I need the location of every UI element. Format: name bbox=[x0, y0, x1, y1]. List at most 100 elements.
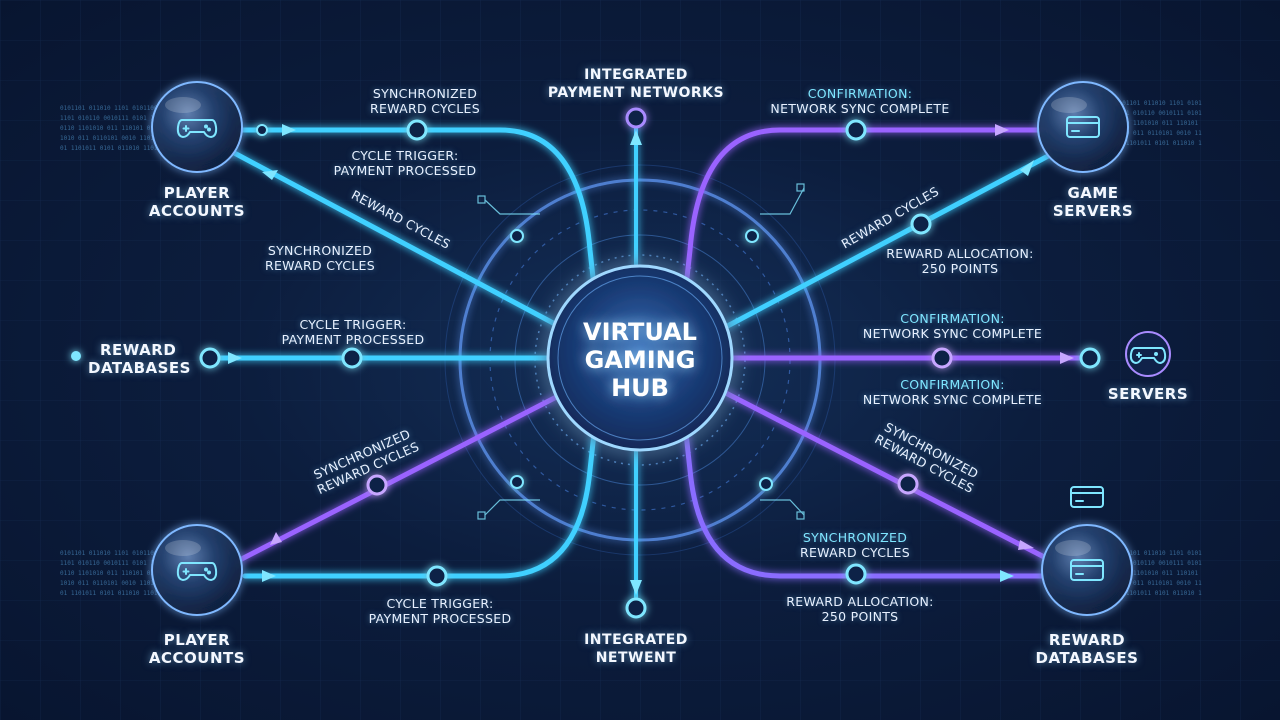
node-spheres bbox=[151, 81, 1133, 616]
node-label: Integrated bbox=[584, 632, 688, 648]
svg-text:01 1101011 0101 011010 110101: 01 1101011 0101 011010 110101 bbox=[60, 590, 165, 597]
svg-text:1101 010110 0010111 0101: 1101 010110 0010111 0101 bbox=[1115, 110, 1202, 117]
label-line: Network Sync Complete bbox=[862, 392, 1043, 407]
svg-text:0110 1101010 011 110101: 0110 1101010 011 110101 bbox=[1115, 570, 1198, 577]
svg-text:1010 011 0110101 0010 11010101: 1010 011 0110101 0010 11010101 bbox=[60, 135, 169, 142]
label-line: 250 Points bbox=[921, 261, 999, 276]
node-label: Game bbox=[1067, 184, 1119, 202]
label-line: Synchronized bbox=[802, 530, 908, 545]
node-label: Integrated bbox=[584, 67, 688, 83]
node-integrated-netwent: Integrated Netwent bbox=[556, 631, 716, 667]
hub-title: Virtual Gaming Hub bbox=[560, 318, 720, 402]
node-label: Player bbox=[163, 631, 231, 649]
node-label: Servers bbox=[1107, 385, 1189, 403]
gamepad-icon bbox=[1125, 331, 1171, 377]
label-sync-bottom-right: Synchronized Reward Cycles bbox=[780, 530, 930, 560]
label-line: Synchronized bbox=[372, 86, 478, 101]
node-label: Databases bbox=[88, 359, 191, 377]
node-reward-databases-bottom: Reward Databases bbox=[1007, 631, 1167, 667]
label-line: Reward Cycles bbox=[800, 545, 910, 560]
label-line: Confirmation: bbox=[900, 311, 1005, 326]
node-servers-right: Servers bbox=[1098, 385, 1198, 403]
label-line: Cycle Trigger: bbox=[299, 317, 407, 332]
svg-text:1010 011 0110101 0010 11: 1010 011 0110101 0010 11 bbox=[1115, 580, 1202, 587]
svg-text:1010 011 0110101 0010 11: 1010 011 0110101 0010 11 bbox=[1115, 130, 1202, 137]
label-allocation-right: Reward Allocation: 250 Points bbox=[880, 246, 1040, 276]
label-line: Confirmation: bbox=[900, 377, 1005, 392]
node-label: Accounts bbox=[148, 649, 246, 667]
hub-core bbox=[546, 264, 734, 452]
label-trigger-mid-left: Cycle Trigger: Payment Processed bbox=[268, 317, 438, 347]
svg-text:01 1101011 0101 011010 1: 01 1101011 0101 011010 1 bbox=[1115, 140, 1202, 147]
svg-text:0101101 011010 1101 0101100110: 0101101 011010 1101 0101100110 bbox=[60, 105, 169, 112]
hub-title-line2: Gaming bbox=[584, 346, 696, 374]
label-line: Confirmation: bbox=[807, 86, 913, 101]
node-label: Reward bbox=[100, 341, 177, 359]
sphere-player-bottom bbox=[151, 524, 243, 616]
node-label: Player bbox=[163, 184, 231, 202]
connector-player-bottom-hub bbox=[242, 412, 599, 579]
svg-text:1101 010110 0010111 0101 10010: 1101 010110 0010111 0101 10010 bbox=[60, 560, 169, 567]
label-line: Reward Cycles bbox=[370, 101, 480, 116]
svg-text:01 1101011 0101 011010 110101: 01 1101011 0101 011010 110101 bbox=[60, 145, 165, 152]
label-line: Network Sync Complete bbox=[862, 326, 1043, 341]
connector-player-top-diagonal bbox=[222, 145, 573, 335]
svg-text:01 1101011 0101 011010 1: 01 1101011 0101 011010 1 bbox=[1115, 590, 1202, 597]
connector-reward-bottom-diagonal bbox=[717, 387, 1053, 563]
node-label: Netwent bbox=[595, 650, 677, 666]
svg-text:0110 1101010 011 110101 011010: 0110 1101010 011 110101 011010 bbox=[60, 125, 169, 132]
sphere-reward-bottom bbox=[1041, 524, 1133, 616]
svg-text:0101101 011010 1101 0101: 0101101 011010 1101 0101 bbox=[1115, 550, 1202, 557]
svg-text:0110 1101010 011 110101 011010: 0110 1101010 011 110101 011010 bbox=[60, 570, 169, 577]
label-confirm-top-right: Confirmation: Network Sync Complete bbox=[770, 86, 950, 116]
node-payment-networks: Integrated Payment Networks bbox=[526, 66, 746, 102]
svg-text:1101 010110 0010111 0101 10010: 1101 010110 0010111 0101 10010 bbox=[60, 115, 169, 122]
connector-player-bottom-diagonal bbox=[227, 387, 573, 568]
node-label: Payment Networks bbox=[547, 85, 725, 101]
data-stream-decor: 0101101 011010 1101 0101100110 1101 0101… bbox=[60, 100, 1202, 597]
label-allocation-bottom-right: Reward Allocation: 250 Points bbox=[780, 594, 940, 624]
label-line: Reward Allocation: bbox=[886, 246, 1034, 261]
hub-title-line1: Virtual bbox=[583, 318, 697, 346]
label-line: Payment Processed bbox=[281, 332, 425, 347]
node-player-accounts-top: Player Accounts bbox=[117, 184, 277, 220]
sphere-game-servers bbox=[1037, 81, 1129, 173]
gamepad-icon bbox=[176, 119, 218, 138]
node-reward-databases-left: Reward Databases bbox=[88, 341, 198, 377]
connector-game-servers-diagonal bbox=[717, 152, 1053, 333]
label-line: 250 Points bbox=[821, 609, 899, 624]
svg-text:0110 1101010 011 110101: 0110 1101010 011 110101 bbox=[1115, 120, 1198, 127]
credit-card-icon bbox=[1070, 486, 1104, 508]
label-confirm-mid-right: Confirmation: Network Sync Complete bbox=[860, 311, 1045, 341]
label-line: Reward Allocation: bbox=[786, 594, 934, 609]
label-line: Network Sync Complete bbox=[770, 101, 950, 116]
connector-reward-bottom-hub bbox=[681, 412, 1048, 579]
flow-arrows bbox=[228, 124, 1074, 595]
svg-text:1010 011 0110101 0010 11010101: 1010 011 0110101 0010 11010101 bbox=[60, 580, 169, 587]
label-sync-mid-left: Synchronized Reward Cycles bbox=[240, 243, 400, 273]
hub-title-line3: Hub bbox=[611, 374, 669, 402]
label-trigger-top-left: Cycle Trigger: Payment Processed bbox=[325, 148, 485, 178]
gamepad-icon bbox=[176, 562, 218, 581]
node-label: Accounts bbox=[148, 202, 246, 220]
label-sync-top-left: Synchronized Reward Cycles bbox=[345, 86, 505, 116]
connector-player-top-hub bbox=[237, 127, 599, 308]
label-line: Synchronized bbox=[267, 243, 373, 258]
credit-card-icon bbox=[1066, 116, 1100, 138]
label-line: Payment Processed bbox=[333, 163, 477, 178]
label-trigger-bottom-left: Cycle Trigger: Payment Processed bbox=[355, 596, 525, 626]
svg-text:0101101 011010 1101 0101: 0101101 011010 1101 0101 bbox=[1115, 100, 1202, 107]
label-line: Reward Cycles bbox=[265, 258, 375, 273]
node-label: Databases bbox=[1035, 649, 1139, 667]
credit-card-icon bbox=[1070, 559, 1104, 581]
label-line: Cycle Trigger: bbox=[351, 148, 459, 163]
label-line: Payment Processed bbox=[368, 611, 512, 626]
node-label: Reward bbox=[1048, 631, 1126, 649]
label-line: Cycle Trigger: bbox=[386, 596, 494, 611]
svg-text:1101 010110 0010111 0101: 1101 010110 0010111 0101 bbox=[1115, 560, 1202, 567]
sphere-player-top bbox=[151, 81, 243, 173]
svg-text:0101101 011010 1101 0101100110: 0101101 011010 1101 0101100110 bbox=[60, 550, 169, 557]
connector-game-servers-hub bbox=[681, 127, 1048, 308]
